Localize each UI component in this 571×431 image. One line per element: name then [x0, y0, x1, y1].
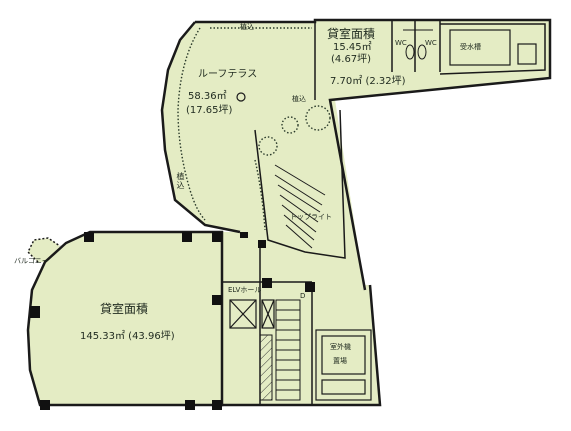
elevator [229, 299, 275, 329]
door-tag: D [300, 292, 306, 300]
office-small-area-tsubo: (4.67坪) [331, 54, 372, 65]
office-main-floor [28, 232, 222, 405]
stairs [275, 299, 301, 401]
balcony-label: バルコニー [14, 257, 49, 265]
planting-top-label: 植込 [240, 23, 254, 31]
strip-area-label: 7.70㎡ (2.32坪) [330, 76, 406, 87]
pillars [30, 232, 315, 410]
outdoor-unit-area [315, 329, 372, 401]
top-light [274, 164, 326, 249]
wc-right-label: WC [425, 39, 437, 47]
office-main-label: 貸室面積 [100, 302, 149, 316]
water-tank [449, 29, 537, 66]
roof-terrace-area-tsubo: (17.65坪) [186, 105, 233, 116]
top-light-label: トップライト [290, 213, 332, 221]
inner-walls [27, 20, 546, 405]
elevator-hall-label: ELVホール [228, 286, 262, 294]
upper-right-block-floor [315, 20, 550, 100]
wc-fixtures [403, 29, 433, 60]
office-small-area-m2: 15.45㎡ [333, 42, 372, 53]
wc-left-label: WC [395, 39, 407, 47]
office-main-area: 145.33㎡ (43.96坪) [80, 331, 175, 342]
planting-left-label: 植込 [176, 172, 185, 190]
outdoor-unit-label: 室外機 [330, 343, 351, 351]
outdoor-unit-sub-label: 置場 [333, 357, 347, 365]
roof-terrace-label: ルーフテラス [198, 69, 258, 80]
planting [177, 27, 331, 231]
tree-marker [236, 92, 246, 102]
planting-mid-label: 植込 [292, 95, 306, 103]
shaft [259, 334, 273, 401]
roof-terrace-area-m2: 58.36㎡ [188, 91, 227, 102]
water-tank-label: 受水槽 [460, 43, 481, 51]
office-small-label: 貸室面積 [327, 27, 376, 41]
